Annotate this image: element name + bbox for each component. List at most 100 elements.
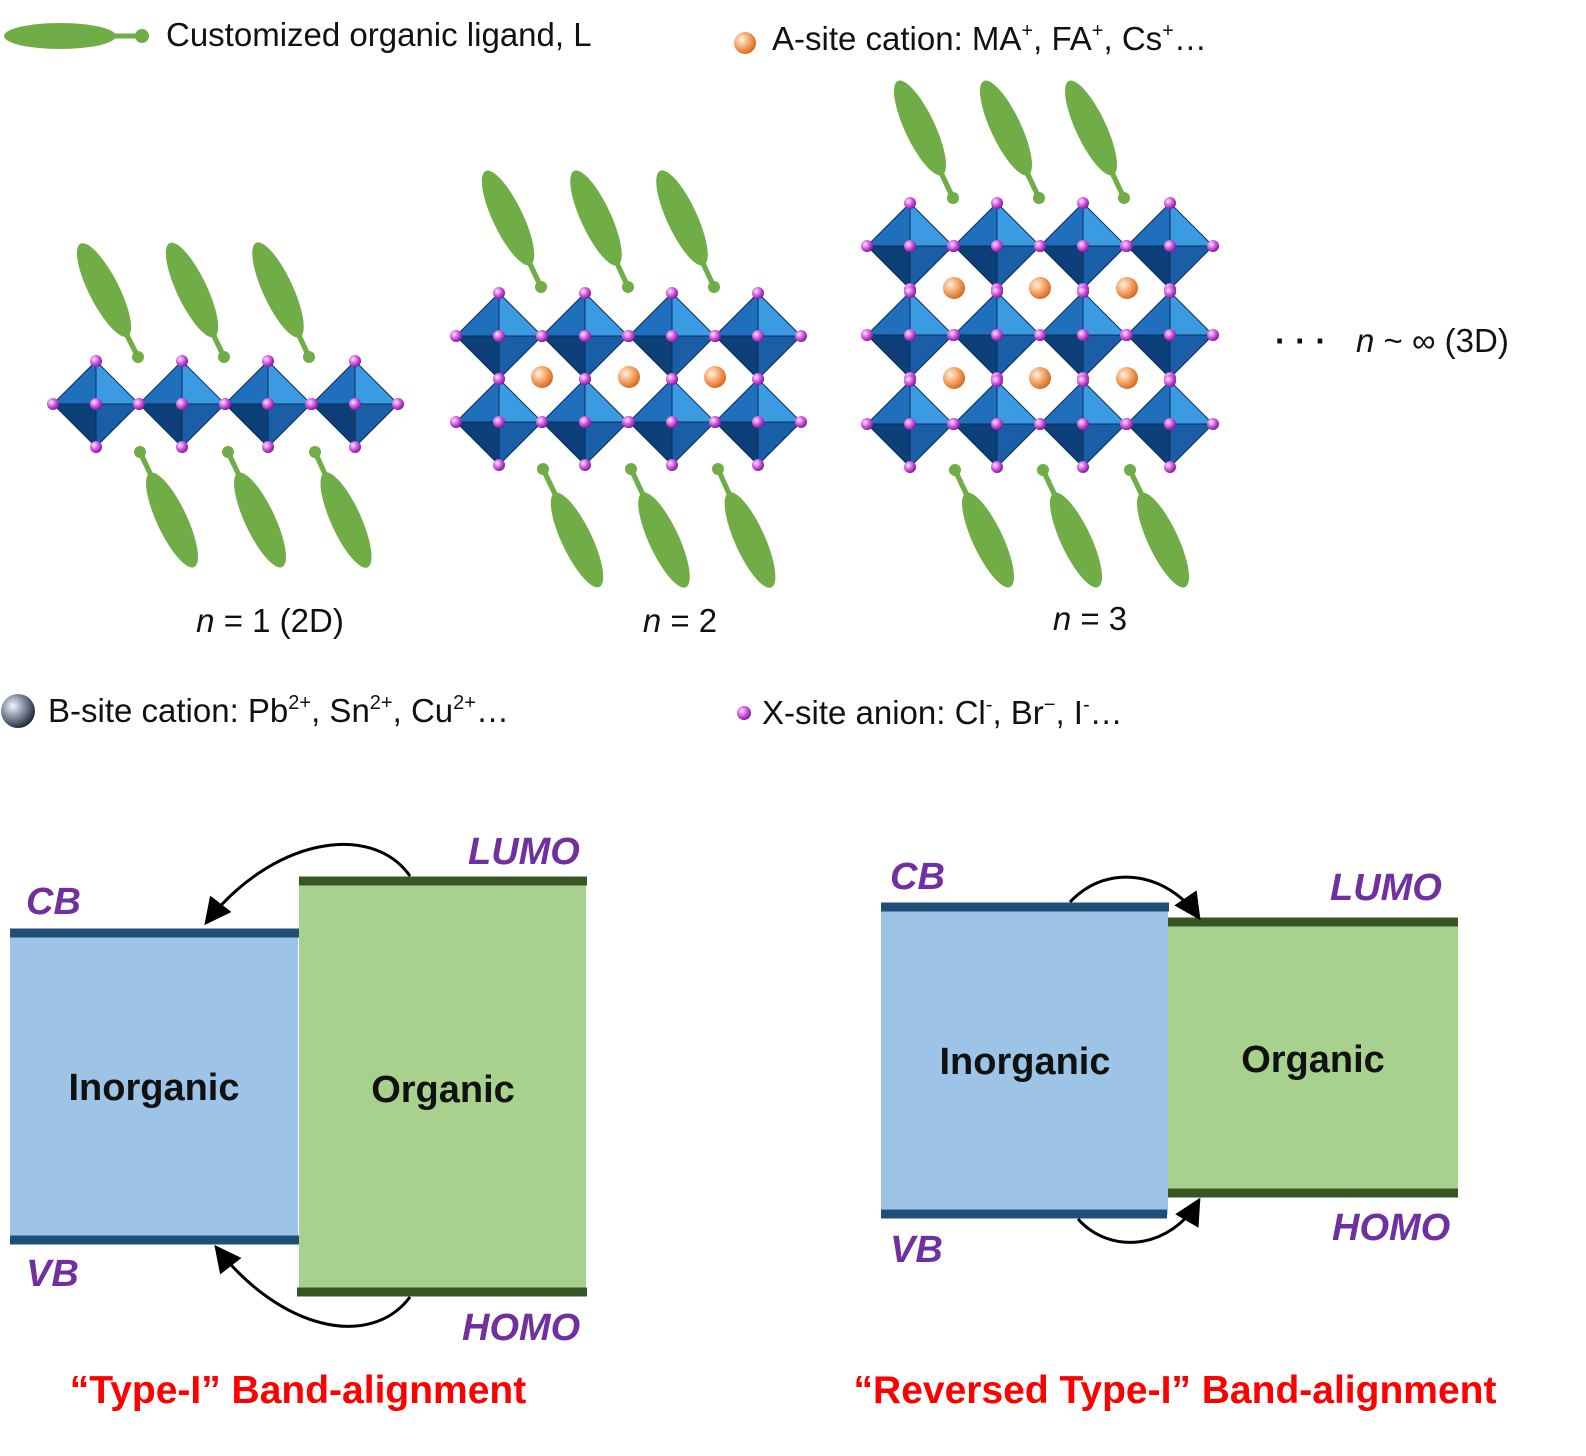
x-site-anion bbox=[1207, 329, 1219, 341]
x-site-anion bbox=[752, 287, 764, 299]
x-site-anion bbox=[1164, 197, 1176, 209]
x-site-anion bbox=[133, 398, 145, 410]
arrow-icon bbox=[1068, 875, 1201, 921]
x-site-anion bbox=[1077, 329, 1089, 341]
x-site-anion bbox=[176, 355, 188, 367]
octahedron-icon bbox=[306, 355, 404, 453]
octahedron-icon bbox=[133, 355, 231, 453]
vb-label: VB bbox=[890, 1229, 943, 1271]
octahedron-icon bbox=[948, 197, 1046, 295]
x-site-anion bbox=[1034, 329, 1046, 341]
x-site-anion-icon bbox=[737, 706, 751, 720]
ligand-icon bbox=[252, 242, 315, 363]
a-site-cation bbox=[1116, 367, 1138, 389]
x-site-anion bbox=[262, 355, 274, 367]
x-site-anion bbox=[752, 416, 764, 428]
x-site-anion bbox=[861, 329, 873, 341]
organic-label: Organic bbox=[371, 1069, 515, 1111]
octahedron-icon bbox=[450, 373, 548, 471]
a-site-cation bbox=[618, 366, 640, 388]
x-site-anion bbox=[493, 416, 505, 428]
x-site-anion bbox=[991, 418, 1003, 430]
x-site-anion bbox=[262, 398, 274, 410]
homo-label: HOMO bbox=[1332, 1207, 1450, 1249]
structure-n3 bbox=[861, 80, 1219, 588]
x-site-anion bbox=[1034, 418, 1046, 430]
x-site-anion bbox=[904, 286, 916, 298]
a-site-cation-icon bbox=[734, 32, 756, 54]
legend-ligand: Customized organic ligand, L bbox=[4, 16, 592, 53]
octahedron-icon bbox=[623, 373, 721, 471]
x-site-anion bbox=[536, 330, 548, 342]
x-site-anion bbox=[1121, 329, 1133, 341]
x-site-anion bbox=[493, 330, 505, 342]
x-site-anion bbox=[306, 398, 318, 410]
x-site-anion bbox=[666, 459, 678, 471]
ligand-icon bbox=[570, 170, 634, 293]
type-i-title: “Type-I” Band-alignment bbox=[70, 1369, 526, 1412]
arrow-icon bbox=[204, 843, 412, 926]
x-site-anion bbox=[1164, 286, 1176, 298]
x-site-anion bbox=[536, 416, 548, 428]
x-site-anion bbox=[493, 459, 505, 471]
lumo-label: LUMO bbox=[1330, 867, 1442, 909]
x-site-anion bbox=[349, 355, 361, 367]
x-site-anion bbox=[493, 287, 505, 299]
x-site-anion bbox=[1034, 240, 1046, 252]
x-site-anion bbox=[1164, 375, 1176, 387]
ligand-icon bbox=[949, 464, 1014, 588]
x-site-anion bbox=[1077, 375, 1089, 387]
x-site-anion bbox=[991, 240, 1003, 252]
octahedron-icon bbox=[709, 373, 807, 471]
x-site-anion bbox=[176, 441, 188, 453]
x-site-anion bbox=[904, 375, 916, 387]
inorganic-band-box bbox=[10, 934, 298, 1239]
ligand-icon bbox=[1037, 464, 1102, 588]
x-site-anion bbox=[904, 418, 916, 430]
x-site-anion bbox=[991, 286, 1003, 298]
ligand-icon bbox=[222, 446, 286, 568]
arrow-icon bbox=[1076, 1197, 1201, 1244]
ligand-icon bbox=[712, 463, 776, 588]
legend-x-site: X-site anion: Cl-, Br−, I-… bbox=[737, 694, 1123, 731]
octahedron-icon bbox=[1121, 197, 1219, 295]
x-site-anion bbox=[948, 418, 960, 430]
octahedron-icon bbox=[1034, 375, 1132, 473]
x-site-anion bbox=[579, 416, 591, 428]
b-site-cation-icon bbox=[1, 694, 35, 728]
vb-label: VB bbox=[26, 1253, 79, 1295]
perovskite-structures bbox=[47, 80, 1219, 588]
x-site-anion bbox=[176, 398, 188, 410]
x-site-anion bbox=[666, 330, 678, 342]
ligand-icon bbox=[309, 446, 372, 568]
inorganic-band-box bbox=[881, 908, 1168, 1214]
legend-b-site: B-site cation: Pb2+, Sn2+, Cu2+… bbox=[1, 692, 509, 729]
octahedron-icon bbox=[1034, 197, 1132, 295]
ligand-icon bbox=[134, 446, 198, 568]
band-diagram-reversed-type-i: CB VB LUMO HOMO Inorganic Organic “Rever… bbox=[854, 856, 1497, 1412]
x-site-anion bbox=[991, 329, 1003, 341]
x-site-anion bbox=[1077, 240, 1089, 252]
x-site-anion bbox=[666, 373, 678, 385]
x-site-anion bbox=[1207, 240, 1219, 252]
a-site-cation bbox=[531, 366, 553, 388]
a-site-cation bbox=[943, 367, 965, 389]
inorganic-label: Inorganic bbox=[939, 1041, 1110, 1083]
a-site-legend-label: A-site cation: MA+, FA+, Cs+… bbox=[772, 20, 1207, 57]
x-site-anion bbox=[1077, 461, 1089, 473]
octahedron-icon bbox=[861, 375, 959, 473]
arrow-icon bbox=[214, 1244, 412, 1328]
cb-label: CB bbox=[26, 881, 81, 923]
ligand-icon bbox=[165, 242, 230, 363]
x-site-anion bbox=[90, 441, 102, 453]
x-site-anion bbox=[623, 416, 635, 428]
x-site-anion bbox=[948, 329, 960, 341]
x-site-anion bbox=[1077, 418, 1089, 430]
x-site-anion bbox=[1121, 240, 1133, 252]
a-site-cation bbox=[1116, 277, 1138, 299]
x-site-anion bbox=[1164, 240, 1176, 252]
ligand-icon bbox=[980, 80, 1045, 204]
x-site-anion bbox=[709, 330, 721, 342]
lumo-label: LUMO bbox=[468, 831, 580, 873]
